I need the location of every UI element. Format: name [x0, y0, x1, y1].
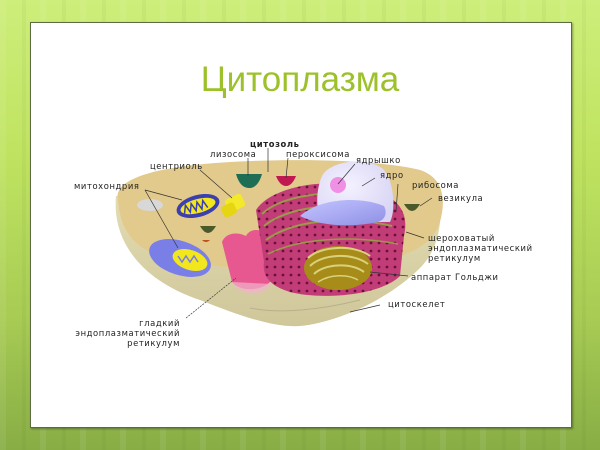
vesicle-small — [200, 226, 216, 233]
label-peroxisome: пероксисома — [286, 149, 350, 159]
label-nucleolus: ядрышко — [356, 155, 401, 165]
vesicle-shape — [404, 204, 420, 211]
label-rough-er-line2: эндоплазматический — [428, 243, 533, 253]
mitochondrion-lower — [149, 239, 211, 277]
centriole-shape — [221, 193, 246, 218]
slide-title: Цитоплазма — [200, 60, 400, 99]
label-smooth-er-line2: эндоплазматический — [75, 328, 180, 338]
lysosome-shape — [236, 174, 262, 188]
label-vesicle: везикула — [438, 193, 484, 203]
label-golgi: аппарат Гольджи — [411, 272, 499, 282]
label-nucleus: ядро — [380, 170, 404, 180]
vacuole-shape — [137, 199, 163, 211]
golgi-shape — [304, 246, 372, 290]
leader-lines — [144, 148, 433, 319]
cytoskeleton-strand — [249, 299, 361, 312]
smooth-er-shape — [222, 230, 272, 290]
label-mitochondria: митохондрия — [74, 181, 140, 191]
label-smooth-er-line1: гладкий — [139, 318, 180, 328]
label-cytoskeleton: цитоскелет — [388, 299, 446, 309]
peroxisome-shape — [276, 176, 296, 186]
label-lysosome: лизосома — [210, 149, 257, 159]
label-cytosol: цитозоль — [250, 139, 300, 149]
label-rough-er-line1: шероховатый — [428, 233, 495, 243]
label-centriole: центриоль — [150, 161, 203, 171]
nucleus-shape — [300, 161, 394, 226]
nucleolus-shape — [330, 177, 346, 193]
label-rough-er-line3: ретикулум — [428, 253, 481, 263]
mitochondrion-upper — [176, 193, 220, 219]
label-ribosome: рибосома — [412, 180, 460, 190]
label-smooth-er-line3: ретикулум — [127, 338, 180, 348]
